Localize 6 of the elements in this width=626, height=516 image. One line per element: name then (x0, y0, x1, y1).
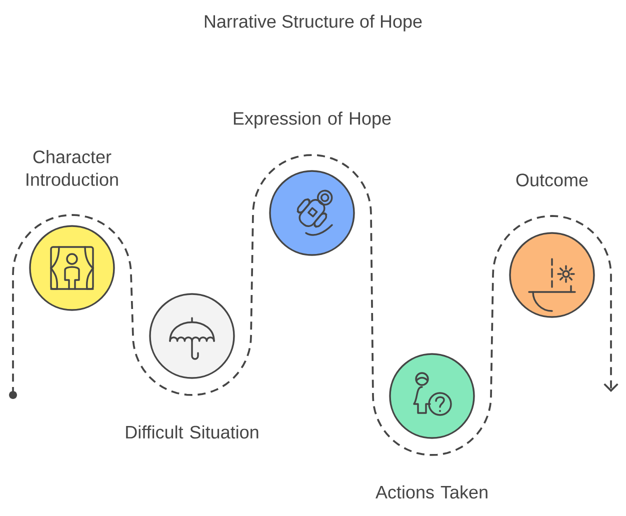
step-label: Actions Taken (376, 485, 488, 499)
title: Narrative Structure of Hope (204, 14, 422, 32)
step-label: Expression of Hope (234, 112, 391, 128)
step-label: Difficult Situation (126, 425, 258, 439)
step-label: Character Introduction (26, 150, 118, 186)
step-label: Outcome (516, 174, 588, 186)
